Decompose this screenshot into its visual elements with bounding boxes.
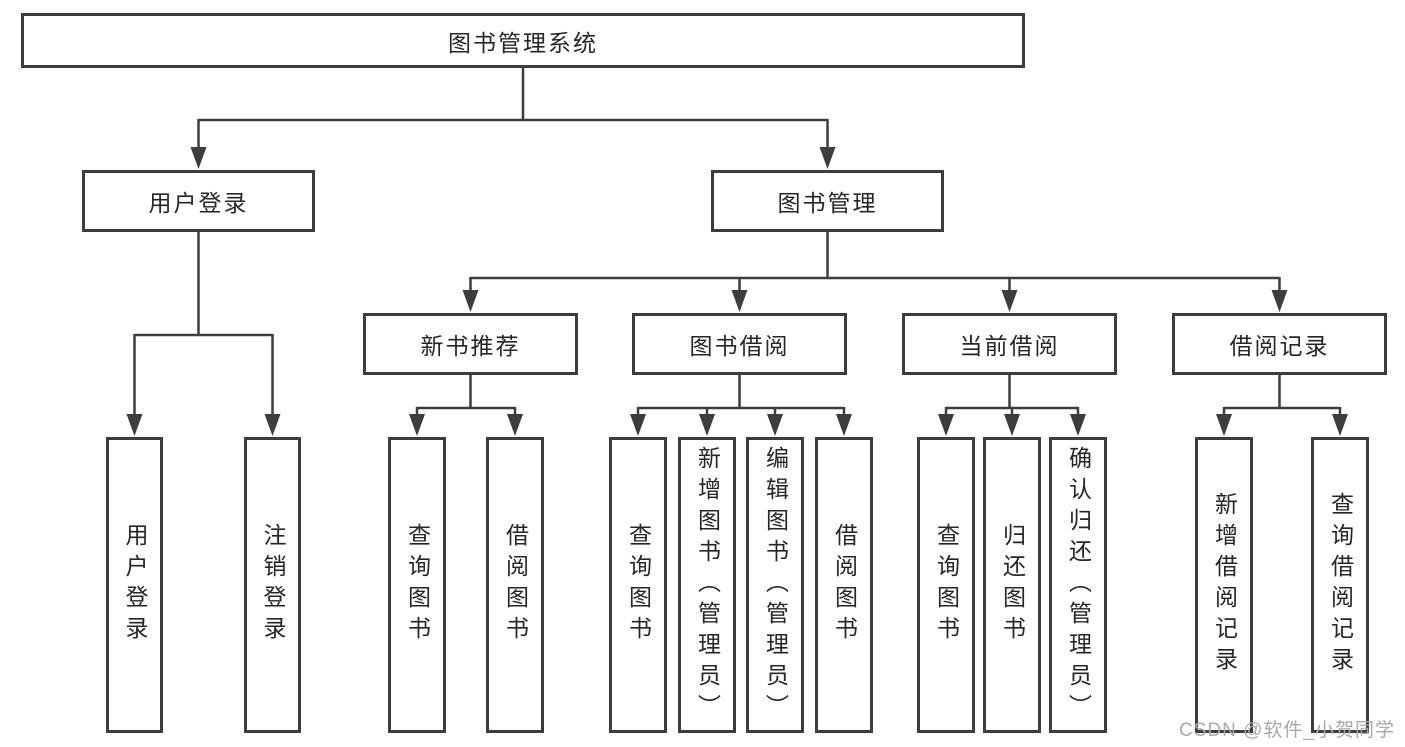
leaf-return-books: 归还图书: [983, 437, 1041, 733]
node-label: 图书管理系统: [448, 29, 598, 56]
leaf-edit-books-admin: 编辑图书（管理员）: [746, 437, 804, 733]
leaf-label: 编辑图书（管理员）: [762, 445, 789, 725]
node-library-management-system: 图书管理系统: [21, 13, 1025, 68]
leaf-label: 确认归还（管理员）: [1065, 445, 1092, 725]
leaf-label: 查询图书: [933, 523, 960, 647]
leaf-confirm-return-admin: 确认归还（管理员）: [1049, 437, 1107, 733]
node-label: 用户登录: [148, 190, 249, 216]
leaf-label: 借阅图书: [502, 523, 529, 647]
watermark: CSDN @软件_小贺同学: [1179, 720, 1395, 741]
leaf-add-books-admin: 新增图书（管理员）: [678, 437, 736, 733]
leaf-logout: 注销登录: [244, 437, 301, 733]
leaf-borrow-books-2: 借阅图书: [815, 437, 873, 733]
leaf-label: 新增借阅记录: [1211, 492, 1238, 678]
leaf-label: 借阅图书: [831, 523, 858, 647]
node-new-book-recommend: 新书推荐: [363, 313, 578, 375]
leaf-label: 用户登录: [122, 523, 148, 647]
node-user-login: 用户登录: [82, 170, 315, 232]
leaf-query-books-2: 查询图书: [609, 437, 667, 733]
node-label: 当前借阅: [959, 333, 1060, 359]
node-label: 借阅记录: [1229, 333, 1330, 359]
leaf-query-books-3: 查询图书: [917, 437, 975, 733]
leaf-label: 归还图书: [999, 523, 1026, 647]
leaf-label: 新增图书（管理员）: [694, 445, 721, 725]
node-borrowing-records: 借阅记录: [1172, 313, 1387, 375]
leaf-borrow-books: 借阅图书: [486, 437, 544, 733]
leaf-add-borrow-record: 新增借阅记录: [1195, 437, 1253, 733]
leaf-label: 查询图书: [404, 523, 431, 647]
node-current-borrowing: 当前借阅: [902, 313, 1117, 375]
node-label: 新书推荐: [420, 333, 521, 359]
leaf-query-books: 查询图书: [388, 437, 446, 733]
node-book-management: 图书管理: [711, 170, 944, 232]
leaf-label: 查询图书: [625, 523, 652, 647]
leaf-label: 查询借阅记录: [1327, 492, 1354, 678]
node-label: 图书借阅: [689, 333, 790, 359]
leaf-user-login: 用户登录: [106, 437, 163, 733]
leaf-query-borrow-record: 查询借阅记录: [1311, 437, 1369, 733]
node-book-borrowing: 图书借阅: [632, 313, 847, 375]
leaf-label: 注销登录: [260, 523, 286, 647]
node-label: 图书管理: [777, 190, 878, 216]
